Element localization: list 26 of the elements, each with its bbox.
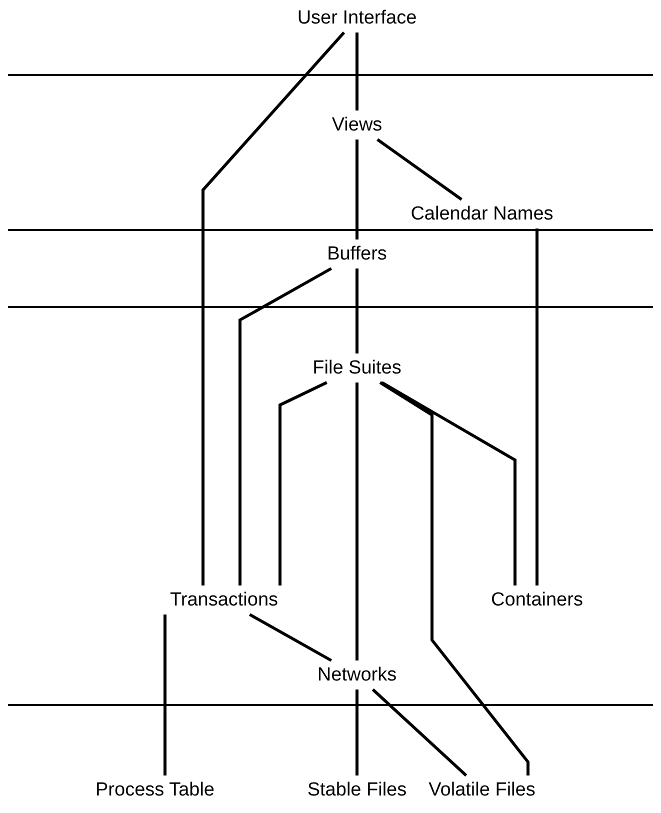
- connector-line: [238, 267, 332, 586]
- connector-line: [376, 138, 462, 201]
- connector-line: [381, 381, 516, 586]
- connector-line: [356, 268, 358, 354]
- layer-label: Networks: [315, 664, 399, 686]
- layer-label: Views: [330, 114, 384, 136]
- connector-line: [356, 140, 358, 240]
- layer-label: Calendar Names: [408, 204, 556, 224]
- connector-line: [278, 381, 328, 586]
- connector-line: [248, 613, 332, 662]
- layer-label: File Suites: [310, 358, 404, 378]
- connector-line: [164, 614, 166, 776]
- layer-label: Buffers: [325, 244, 389, 264]
- layer-label: Stable Files: [305, 780, 409, 800]
- connector-line: [536, 228, 538, 586]
- connector-line: [356, 382, 358, 660]
- layer-label: User Interface: [295, 8, 419, 28]
- connector-line: [379, 381, 530, 776]
- connector-line: [356, 690, 358, 776]
- layer-label: Volatile Files: [426, 780, 538, 800]
- connector-line: [356, 32, 358, 110]
- connector-line: [202, 32, 346, 586]
- connector-line: [372, 688, 468, 777]
- layer-label: Transactions: [168, 590, 280, 610]
- layer-label: Containers: [489, 590, 585, 610]
- layer-label: Process Table: [94, 780, 216, 800]
